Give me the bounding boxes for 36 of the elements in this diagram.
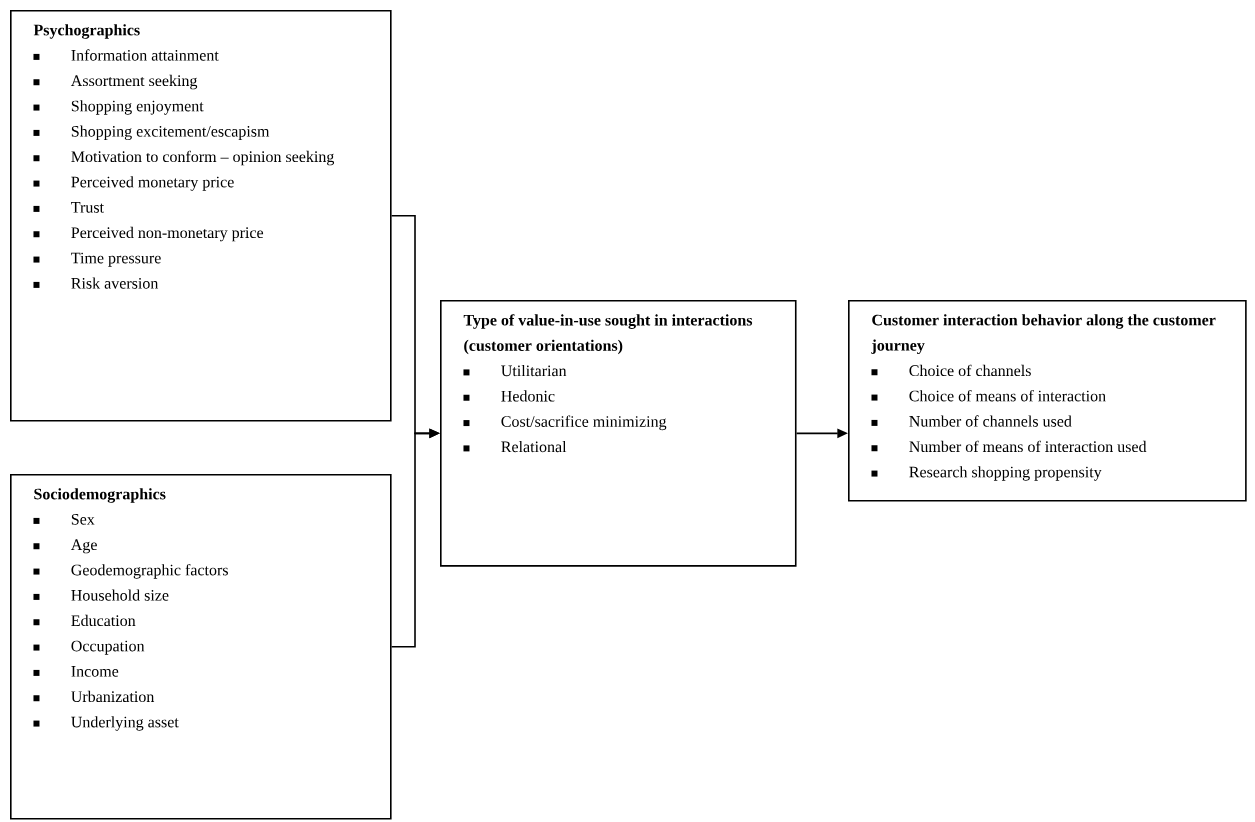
list-item: Shopping enjoyment: [33, 100, 204, 115]
box-heading: Psychographics: [33, 24, 140, 39]
list-item: Household size: [33, 589, 169, 601]
text-box: [10, 474, 392, 820]
list-item: Occupation: [33, 640, 145, 655]
list-item: Hedonic: [463, 390, 555, 402]
box-heading: Sociodemographics: [34, 488, 166, 503]
text-box: [10, 10, 392, 422]
list-item: Time pressure: [33, 252, 161, 267]
list-item: Education: [33, 614, 136, 627]
list-item: Trust: [33, 202, 104, 213]
list-item: Assortment seeking: [33, 74, 198, 90]
list-item: Information attainment: [33, 49, 219, 61]
list-item: Underlying asset: [33, 716, 179, 731]
list-item: Motivation to conform – opinion seeking: [33, 150, 335, 166]
list-item: Perceived non-monetary price: [33, 226, 264, 242]
text-box: [848, 300, 1247, 502]
box-heading: Customer interaction behavior along the customer journey: [871, 314, 1216, 354]
list-item: Research shopping propensity: [871, 466, 1102, 481]
text-box: [440, 300, 797, 567]
list-item: Cost/sacrifice minimizing: [463, 415, 667, 431]
list-item: Income: [33, 666, 119, 677]
list-item: Geodemographic factors: [33, 563, 228, 579]
list-item: Number of channels used: [871, 415, 1072, 427]
list-item: Utilitarian: [463, 364, 567, 377]
list-item: Risk aversion: [33, 277, 159, 289]
list-item: Number of means of interaction used: [871, 440, 1147, 453]
list-item: Perceived monetary price: [33, 176, 234, 191]
list-item: Sex: [33, 513, 95, 525]
list-item: Age: [33, 539, 97, 554]
list-item: Choice of channels: [871, 364, 1031, 377]
list-item: Shopping excitement/escapism: [33, 125, 270, 140]
list-item: Urbanization: [33, 690, 155, 703]
box-heading: Type of value-in-use sought in interactions (customer orientations): [463, 314, 753, 355]
list-item: Relational: [463, 440, 567, 453]
list-item: Choice of means of interaction: [871, 389, 1106, 402]
